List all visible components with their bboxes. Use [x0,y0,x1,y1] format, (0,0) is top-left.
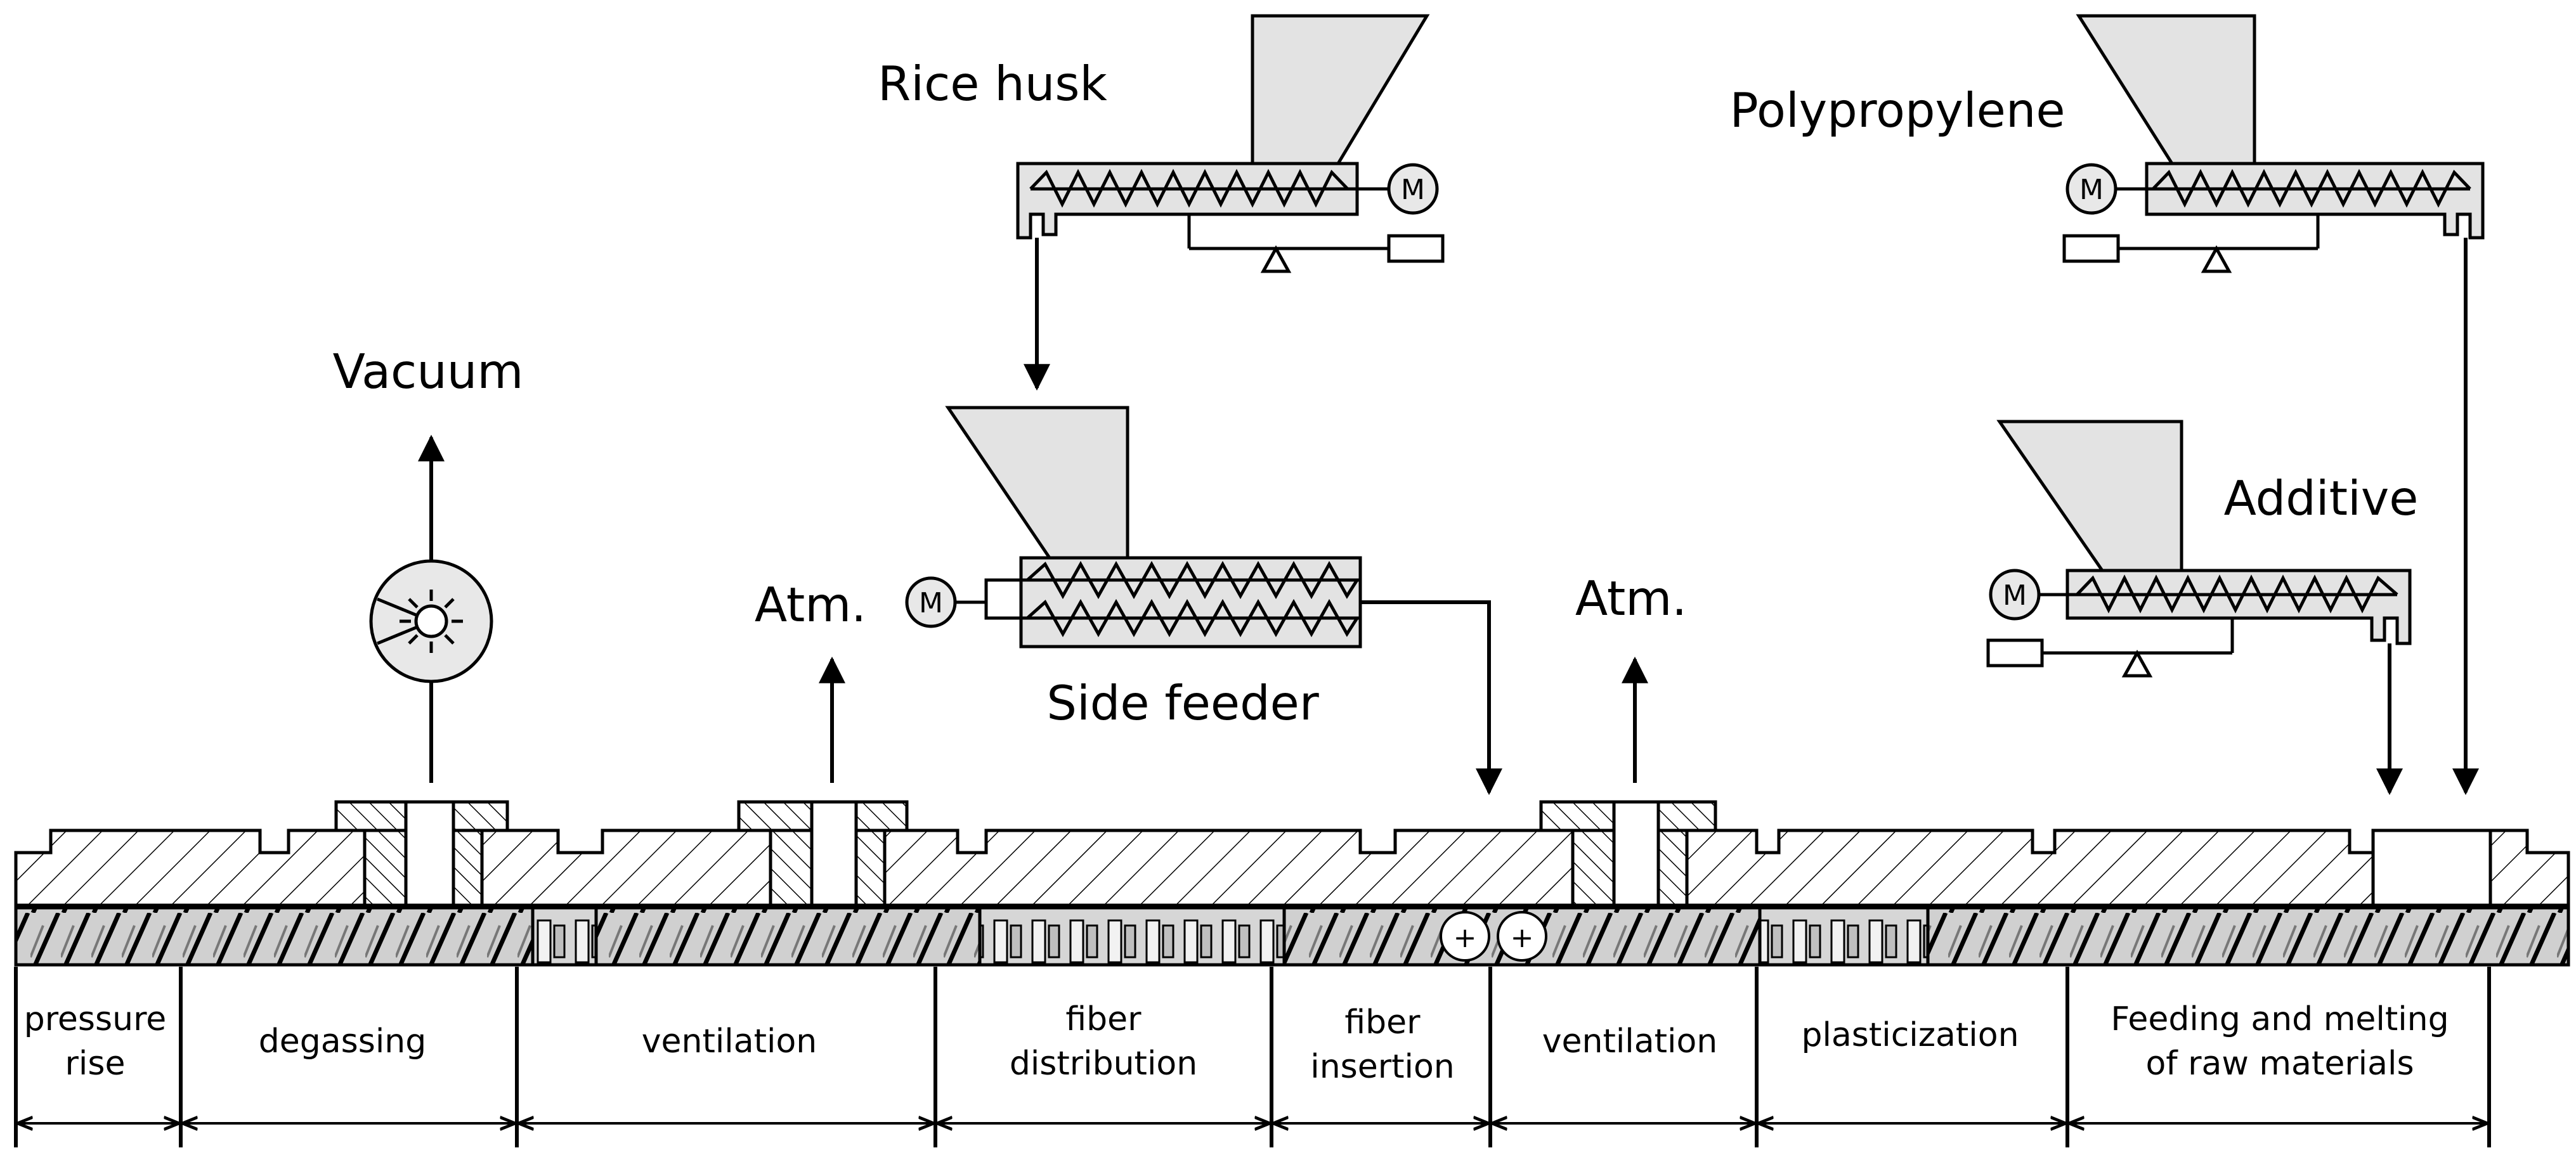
motor-icon [905,576,986,628]
zone-dividers [14,967,2491,1147]
zone-plasticization: plasticization [1801,1016,2019,1054]
svg-text:+: + [1511,922,1534,954]
zone-pressure-rise-line1: pressure [24,1000,167,1038]
polypropylene-feeder [2062,14,2485,273]
motor-icon [2065,163,2117,215]
atm-right-label: Atm. [1575,571,1687,626]
zone-fiber-distribution-line1: fiber [1065,1000,1142,1038]
motor-icon [1989,569,2041,621]
zone-fiber-insertion-line1: fiber [1344,1003,1421,1042]
zone-feeding-melting-line2: of raw materials [2145,1045,2414,1083]
zone-feeding-melting-line1: Feeding and melting [2111,1000,2449,1038]
polypropylene-motor-label: M [2079,174,2104,206]
side-feeder-label: Side feeder [1046,675,1318,731]
vacuum-pump-icon [369,559,493,683]
extruder-screw: + + [14,906,2570,967]
rice-husk-label: Rice husk [878,56,1107,112]
side-feeder-motor-label: M [919,587,943,619]
zone-labels: pressure rise degassing ventilation fibe… [24,1000,2449,1086]
motor-icon [1387,163,1439,215]
atm-left-label: Atm. [755,577,866,633]
vacuum-label: Vacuum [333,344,524,399]
side-feeder [945,406,1502,796]
zone-ventilation-right: ventilation [1542,1023,1717,1061]
zone-ventilation-left: ventilation [642,1023,817,1061]
additive-label: Additive [2224,470,2419,526]
additive-feeder [1986,420,2412,678]
zone-fiber-distribution-line2: distribution [1010,1045,1197,1083]
svg-text:+: + [1454,922,1477,954]
zone-fiber-insertion-line2: insertion [1310,1048,1454,1086]
extruder-barrel [14,800,2570,907]
additive-motor-label: M [2003,579,2027,612]
polypropylene-label: Polypropylene [1730,82,2065,138]
rice-husk-motor-label: M [1401,174,1425,206]
rice-husk-feeder [1016,14,1445,273]
zone-degassing: degassing [259,1023,426,1061]
zone-pressure-rise-line2: rise [65,1045,126,1083]
